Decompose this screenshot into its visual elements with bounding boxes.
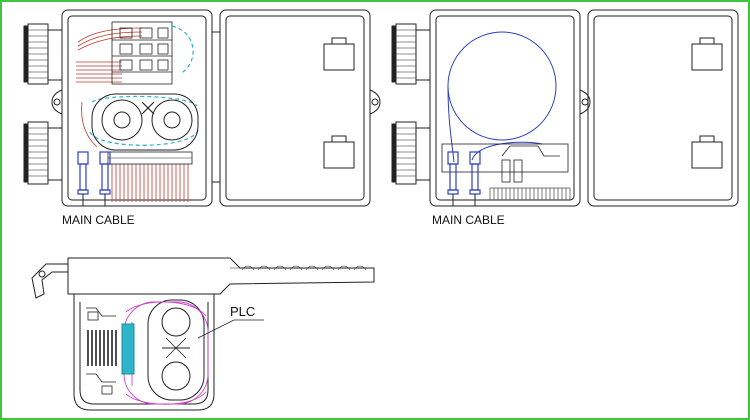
main-cable-label-right: MAIN CABLE [432,213,505,227]
bottom-body [73,294,215,411]
left-adapter-panel [111,21,173,85]
left-enclosure-body [61,9,213,207]
right-unit [391,9,739,207]
plc-label: PLC [230,304,255,319]
right-door [587,9,739,207]
left-door [219,9,371,207]
left-unit [23,9,381,207]
left-cyan-tray [89,25,199,146]
bottom-unit [31,257,375,411]
left-connector-block-lower [23,121,63,185]
bottom-latch [31,263,68,299]
plc-splitter [121,323,135,375]
right-adapter-strip [489,187,571,201]
right-cable-glands [447,151,481,195]
bottom-magenta-fibers [123,301,209,405]
right-enclosure-body [429,9,581,207]
right-connector-block-upper [391,23,431,85]
plc-leader-line [197,319,264,339]
bottom-lid-profile [67,257,375,295]
left-cable-glands [77,151,111,195]
right-blue-fiber-coil [447,31,557,163]
main-cable-label-left: MAIN CABLE [62,213,135,227]
right-lower-tray [441,143,569,173]
left-red-fibers [76,27,189,202]
right-connector-block-lower [391,121,431,185]
left-connector-block-upper [23,23,63,85]
bottom-splice-trays [147,299,205,401]
left-splice-trays [91,93,199,151]
bottom-ribbed-panel [87,330,117,366]
